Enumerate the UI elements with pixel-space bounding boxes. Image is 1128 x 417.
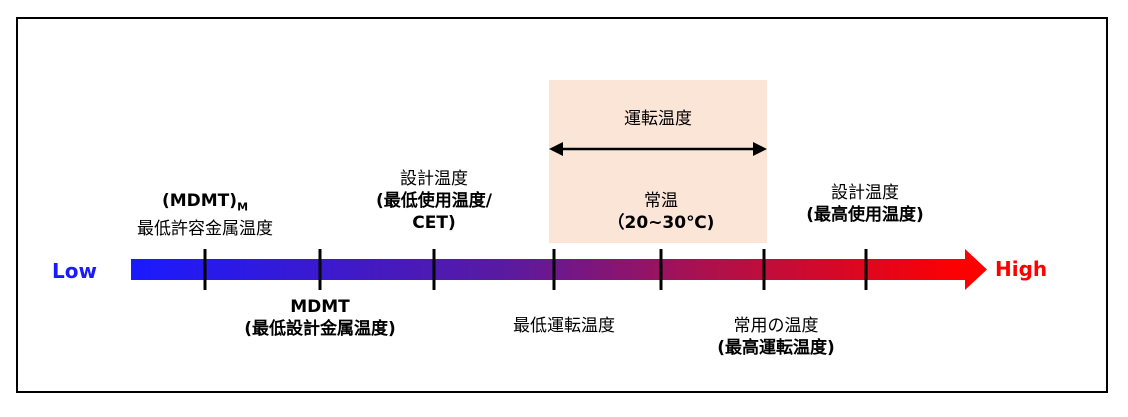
operating-range-arrow: [549, 142, 767, 156]
temperature-arrow: [131, 249, 987, 290]
ambient-temperature-label: 常温 （20~30℃): [607, 191, 715, 233]
min-operating-temperature-label: 最低運転温度: [513, 316, 615, 336]
high-label: High: [995, 257, 1048, 281]
low-label: Low: [52, 259, 97, 283]
diagram-frame: [16, 17, 1108, 393]
design-temperature-low-label: 設計温度 (最低使用温度/ CET): [376, 169, 492, 233]
operating-temperature-band: [549, 80, 767, 243]
tick-marks: [203, 249, 868, 290]
mdmt-m-label: (MDMT)M 最低許容金属温度: [137, 191, 273, 240]
operating-temperature-label: 運転温度: [624, 109, 692, 129]
design-temperature-high-label: 設計温度 (最高使用温度): [806, 183, 924, 225]
mdmt-label: MDMT (最低設計金属温度): [244, 297, 396, 339]
normal-operating-temperature-label: 常用の温度 (最高運転温度): [717, 316, 835, 358]
